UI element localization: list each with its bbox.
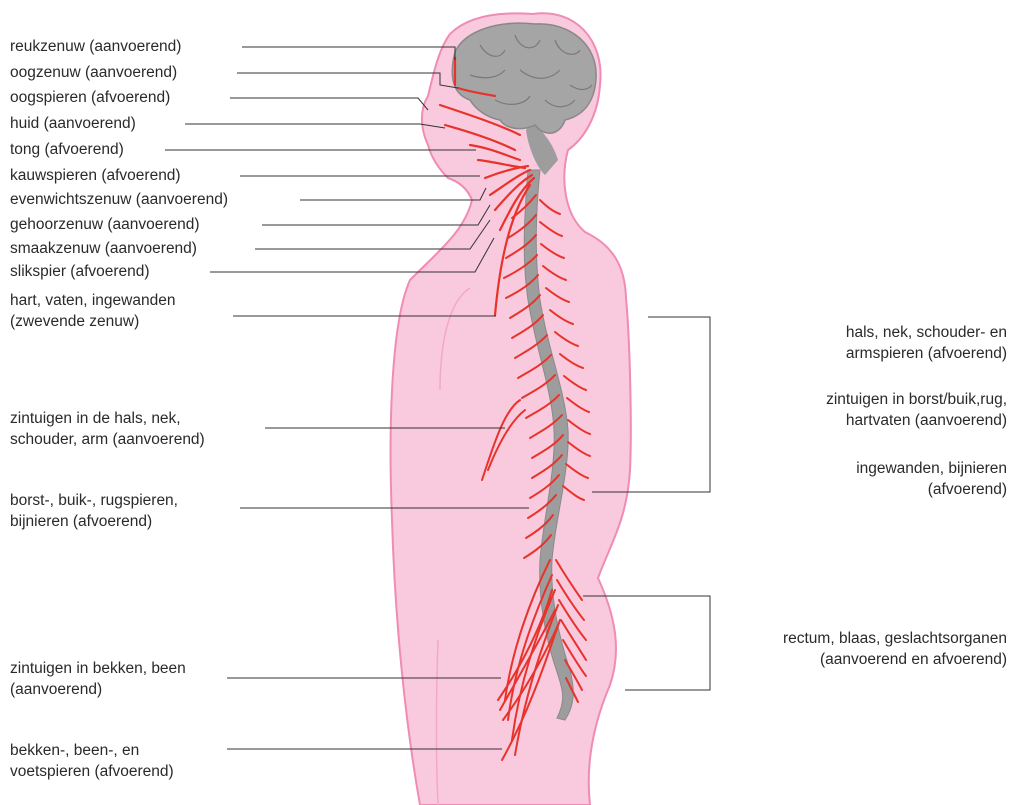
label-rectum-blaas: rectum, blaas, geslachtsorganen(aanvoere… <box>783 628 1007 670</box>
label-zintuigen-bekken: zintuigen in bekken, been(aanvoerend) <box>10 658 186 700</box>
label-evenwichtszenuw: evenwichtszenuw (aanvoerend) <box>10 189 228 210</box>
label-tong: tong (afvoerend) <box>10 139 124 160</box>
label-smaakzenuw: smaakzenuw (aanvoerend) <box>10 238 197 259</box>
label-slikspier: slikspier (afvoerend) <box>10 261 150 282</box>
label-zintuigen-borst: zintuigen in borst/buik,rug,hartvaten (a… <box>826 389 1007 431</box>
label-gehoorzenuw: gehoorzenuw (aanvoerend) <box>10 214 200 235</box>
label-kauwspieren: kauwspieren (afvoerend) <box>10 165 181 186</box>
label-hart-vaten: hart, vaten, ingewanden(zwevende zenuw) <box>10 290 175 332</box>
label-oogzenuw: oogzenuw (aanvoerend) <box>10 62 177 83</box>
label-zintuigen-hals: zintuigen in de hals, nek,schouder, arm … <box>10 408 205 450</box>
label-huid: huid (aanvoerend) <box>10 113 136 134</box>
label-borst-buik-rugspieren: borst-, buik-, rugspieren,bijnieren (afv… <box>10 490 178 532</box>
label-reukzenuw: reukzenuw (aanvoerend) <box>10 36 181 57</box>
label-oogspieren: oogspieren (afvoerend) <box>10 87 170 108</box>
label-ingewanden-bijnieren: ingewanden, bijnieren(afvoerend) <box>856 458 1007 500</box>
